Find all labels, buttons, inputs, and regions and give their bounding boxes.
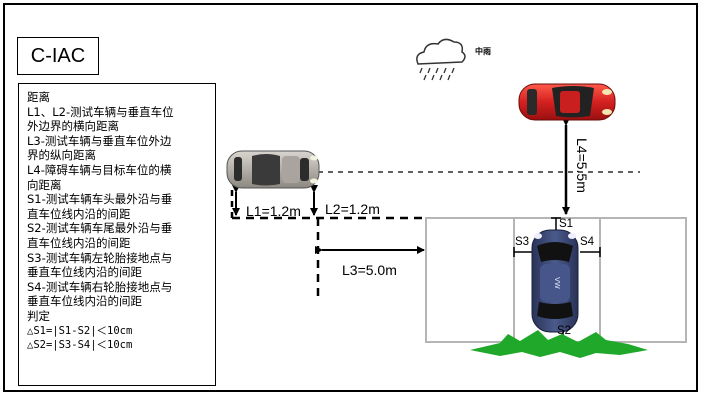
label-s3: S3	[515, 236, 530, 248]
legend-line: S4-测试车辆右轮胎接地点与	[27, 279, 173, 294]
legend-line: L4-障碍车辆与目标车位的横	[27, 162, 172, 177]
legend-formula: △S1=|S1-S2|＜10cm	[27, 324, 133, 337]
test-car: VW	[531, 229, 579, 333]
legend-line: 直车位线内沿的间距	[27, 235, 131, 250]
legend-line: 界的纵向距离	[27, 148, 96, 163]
legend-line: 外边界的横向距离	[27, 119, 119, 134]
legend-line: S1-测试车辆车头最外沿与垂	[27, 192, 173, 207]
obstacle-car	[518, 83, 616, 121]
legend-line: 判定	[27, 308, 50, 323]
label-l2: L2=1.2m	[325, 201, 380, 217]
label-l1: L1=1.2m	[246, 203, 301, 219]
label-s2: S2	[557, 325, 572, 337]
legend-line: 直车位线内沿的间距	[27, 206, 131, 221]
legend-line: 垂直车位线内沿的间距	[27, 265, 142, 280]
legend-line: 垂直车位线内沿的间距	[27, 294, 142, 309]
legend-line: L1、L2-测试车辆与垂直车位	[27, 104, 174, 119]
legend-line: L3-测试车辆与垂直车位外边	[27, 133, 172, 148]
weather-label: 中雨	[475, 47, 491, 56]
legend-formula: △S2=|S3-S4|＜10cm	[27, 339, 133, 352]
label-l3: L3=5.0m	[342, 262, 397, 278]
label-s4: S4	[580, 236, 595, 248]
legend-line: 向距离	[27, 177, 62, 192]
diagram-title: C-IAC	[30, 44, 86, 67]
grass-patch	[470, 330, 648, 358]
legend-line: S3-测试车辆左轮胎接地点与	[27, 250, 173, 265]
svg-text:VW: VW	[553, 277, 561, 289]
label-l4: L4=5.5m	[574, 138, 590, 193]
silver-car	[226, 150, 320, 189]
label-s1: S1	[559, 218, 574, 230]
diagram-frame	[3, 3, 698, 392]
legend-box: 距离 L1、L2-测试车辆与垂直车位 外边界的横向距离 L3-测试车辆与垂直车位…	[18, 83, 216, 386]
legend-line: 距离	[27, 90, 50, 104]
legend-line: S2-测试车辆车尾最外沿与垂	[27, 221, 173, 236]
rain-cloud-icon	[416, 38, 466, 81]
title-box: C-IAC	[17, 37, 99, 75]
